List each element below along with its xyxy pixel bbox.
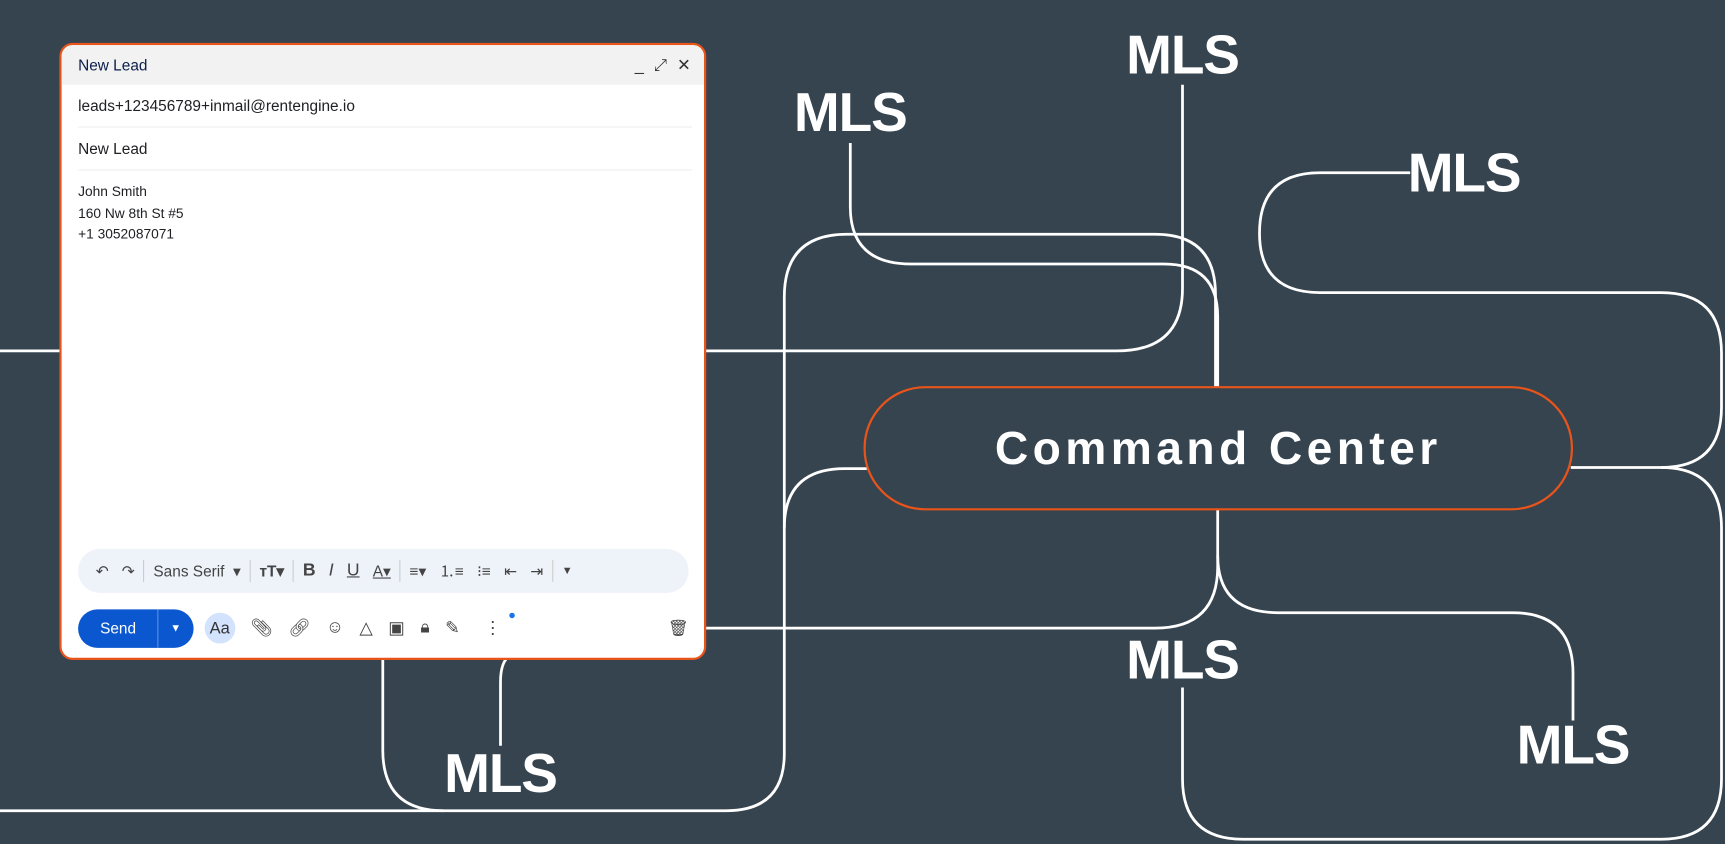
send-button-group: Send ▼ [78,608,194,648]
confidential-lock-icon[interactable]: 🔒︎ [420,618,430,637]
message-body[interactable]: John Smith 160 Nw 8th St #5 +1 305208707… [62,171,704,257]
underline-icon[interactable]: U [346,561,360,580]
compose-window: New Lead _ ⤢ ✕ leads+123456789+inmail@re… [59,42,707,660]
text-size-icon[interactable]: тT▾ [259,561,285,580]
command-center-label: Command Center [994,421,1442,474]
body-line-address: 160 Nw 8th St #5 [78,205,184,221]
body-line-name: John Smith [78,183,147,200]
compose-actions: Send ▼ Aa 📎︎ 🔗︎ ☺ △ ▣ 🔒︎ ✎ ⋮ 🗑︎ [78,608,689,648]
font-label: Sans Serif [153,561,225,580]
compose-header: New Lead _ ⤢ ✕ [61,45,704,85]
attach-icon[interactable]: 📎︎ [250,619,273,638]
photo-icon[interactable]: ▣ [388,619,405,638]
more-formatting-icon[interactable]: ▼ [561,564,573,577]
compose-title: New Lead [78,56,148,74]
bulleted-list-icon[interactable]: ⁝≡ [477,561,491,580]
to-field[interactable]: leads+123456789+inmail@rentengine.io [78,85,692,128]
bold-icon[interactable]: B [302,561,316,580]
body-line-phone: +1 3052087071 [78,226,175,242]
undo-icon[interactable]: ↶ [95,561,109,580]
mls-node-lower-center: MLS [1126,629,1240,691]
link-icon[interactable]: 🔗︎ [288,619,311,638]
emoji-icon[interactable]: ☺ [325,618,344,637]
send-options-chevron-icon[interactable]: ▼ [170,622,182,635]
indent-more-icon[interactable]: ⇥ [530,561,544,580]
align-icon[interactable]: ≡▾ [409,561,427,580]
mls-node-top: MLS [1126,24,1240,86]
mls-node-upper-right: MLS [1407,141,1522,204]
expand-icon[interactable]: ⤢ [653,55,668,75]
formatting-toolbar: ↶ ↷ Sans Serif ▾ тT▾ B I U A▾ ≡▾ ⒈≡ ⁝≡ ⇤… [78,548,689,593]
divider [143,559,145,582]
text-color-icon[interactable]: A▾ [372,561,391,580]
font-select[interactable]: Sans Serif ▾ [153,561,241,580]
formatting-options-button[interactable]: Aa [204,612,236,644]
italic-icon[interactable]: I [328,561,334,580]
subject-field[interactable]: New Lead [78,128,692,171]
close-icon[interactable]: ✕ [676,56,691,75]
drive-icon[interactable]: △ [359,619,373,638]
divider [249,559,251,582]
signature-pen-icon[interactable]: ✎ [445,619,460,638]
minimize-icon[interactable]: _ [634,55,644,75]
divider [399,559,401,582]
mls-node-upper-left: MLS [793,81,908,143]
mls-node-lower-right: MLS [1516,713,1631,776]
command-center-node: Command Center [863,386,1573,511]
divider [551,559,554,582]
notification-dot [509,612,515,619]
divider [292,559,295,582]
indent-less-icon[interactable]: ⇤ [504,561,517,580]
discard-trash-icon[interactable]: 🗑︎ [667,619,689,638]
more-options-icon[interactable]: ⋮ [484,619,502,638]
send-button[interactable]: Send [78,608,159,648]
numbered-list-icon[interactable]: ⒈≡ [439,562,464,580]
mls-node-bottom-left: MLS [444,742,558,805]
redo-icon[interactable]: ↷ [121,561,135,580]
